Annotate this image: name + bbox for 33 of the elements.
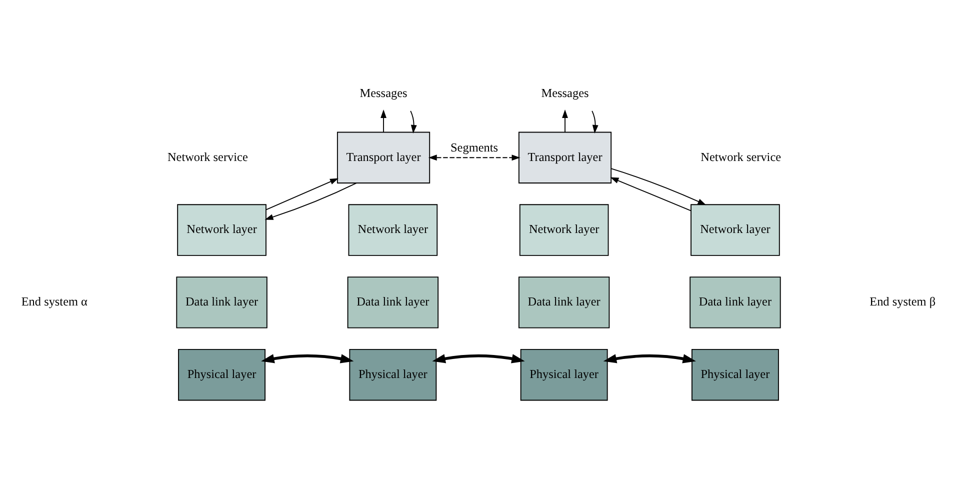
node-box: Network layer (690, 204, 780, 256)
node-text: Messages (541, 86, 589, 100)
arrow (562, 110, 568, 133)
node-box: Network layer (177, 204, 266, 256)
node-box: Transport layer (336, 132, 430, 184)
arrow (592, 110, 598, 134)
node-text: Messages (360, 86, 408, 100)
arrow (428, 154, 520, 161)
arrow (610, 168, 706, 206)
arrow (410, 110, 417, 134)
label: End system α (21, 294, 88, 309)
node-box: Network layer (519, 204, 609, 256)
node-box: Network layer (348, 204, 438, 256)
arrow (264, 182, 357, 220)
node-box: Physical layer (520, 348, 608, 401)
arrow (266, 178, 338, 210)
arrow (610, 177, 692, 212)
node-box: Physical layer (349, 348, 437, 401)
node-box: Data link layer (690, 276, 781, 328)
label: Network service (700, 150, 782, 164)
node-box: Data link layer (347, 276, 439, 328)
node-box: Data link layer (518, 276, 610, 328)
label: Network service (167, 150, 248, 164)
node-box: Physical layer (691, 348, 779, 401)
edge-label: Segments (450, 140, 498, 154)
arrow (380, 110, 386, 133)
node-box: Physical layer (178, 348, 266, 401)
label: End system β (870, 294, 936, 309)
node-box: Transport layer (518, 132, 612, 184)
arrow (261, 354, 354, 364)
arrow (603, 354, 696, 364)
node-box: Data link layer (176, 276, 268, 328)
arrow (432, 354, 525, 364)
